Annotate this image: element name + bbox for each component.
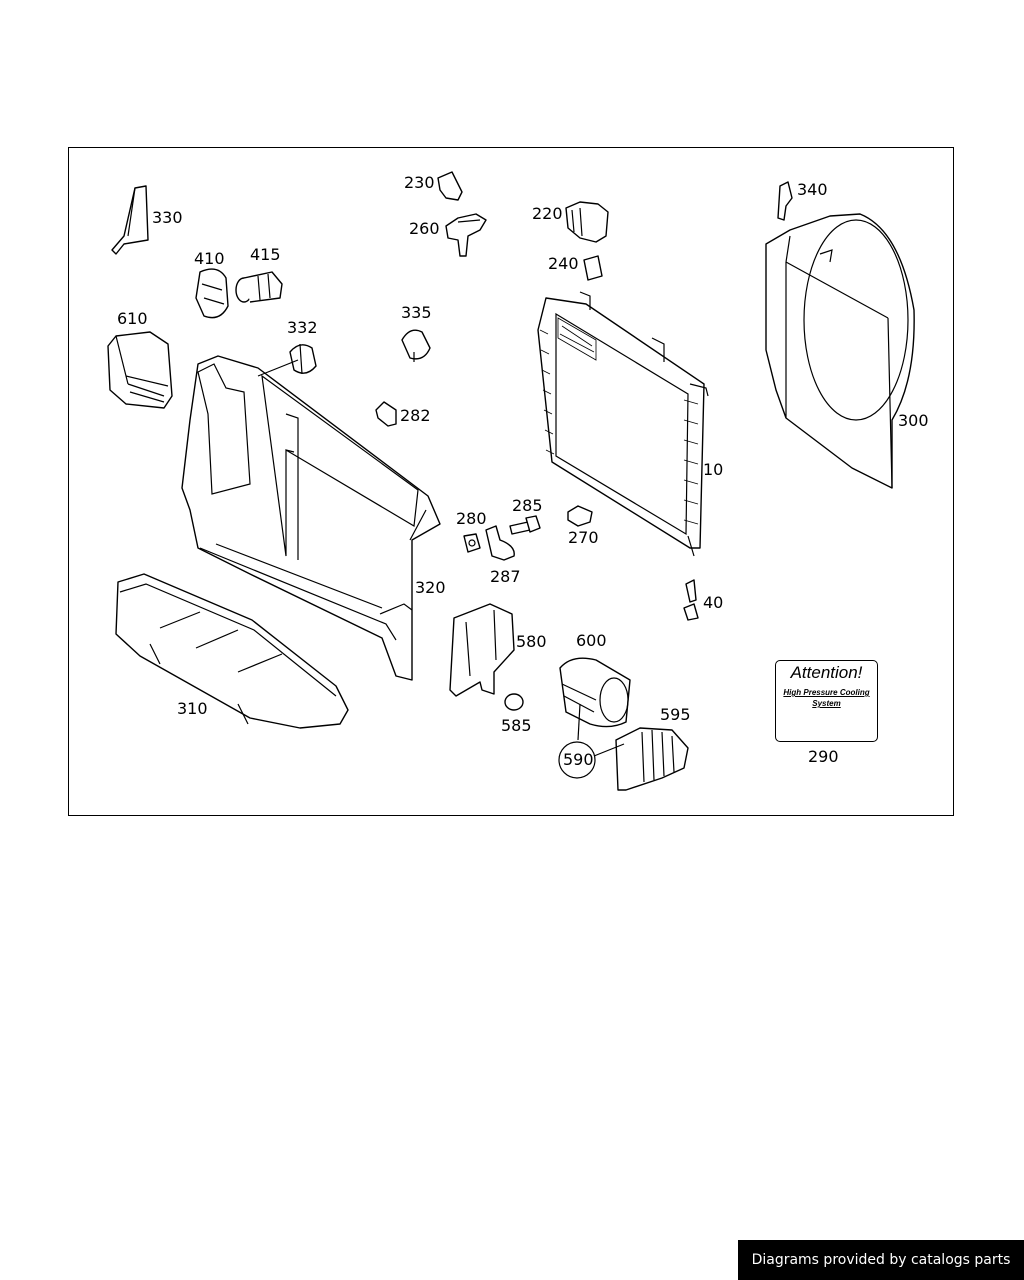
callout-287: 287	[490, 567, 521, 586]
callout-10: 10	[703, 460, 724, 479]
callout-600: 600	[576, 631, 607, 650]
part-260-clip	[445, 213, 487, 257]
callout-280: 280	[456, 509, 487, 528]
callout-590-circle	[558, 741, 596, 779]
part-410-clip	[195, 268, 229, 319]
part-595-bellows	[615, 727, 689, 791]
part-340-clip	[777, 181, 793, 221]
attention-subtitle: High Pressure Cooling System	[783, 688, 870, 708]
callout-580: 580	[516, 632, 547, 651]
part-270-clip	[567, 505, 593, 527]
part-320-radiator-frame	[181, 355, 441, 681]
callout-40: 40	[703, 593, 724, 612]
callout-320: 320	[415, 578, 446, 597]
part-220-bracket	[565, 201, 609, 243]
callout-285: 285	[512, 496, 543, 515]
part-240-pad	[583, 255, 603, 281]
callout-270: 270	[568, 528, 599, 547]
footer-credit: Diagrams provided by catalogs parts	[738, 1240, 1024, 1280]
callout-335: 335	[401, 303, 432, 322]
part-610-air-duct	[107, 331, 173, 409]
callout-300: 300	[898, 411, 929, 430]
part-40-drain-plug	[683, 579, 699, 621]
callout-330: 330	[152, 208, 183, 227]
leader-lines	[257, 359, 625, 757]
part-282-clip	[375, 401, 397, 427]
callout-595: 595	[660, 705, 691, 724]
part-10-radiator	[537, 291, 709, 557]
part-330-bracket	[111, 185, 149, 255]
part-332-clip	[289, 343, 317, 375]
callout-310: 310	[177, 699, 208, 718]
callout-610: 610	[117, 309, 148, 328]
part-230-clip	[437, 171, 463, 201]
part-290-attention-label: Attention! High Pressure Cooling System	[775, 660, 878, 742]
callout-410: 410	[194, 249, 225, 268]
part-285-bolt	[509, 515, 541, 535]
part-310-air-guide	[115, 573, 349, 729]
part-300-fan-shroud	[765, 213, 915, 489]
diagram-frame	[68, 147, 954, 816]
callout-230: 230	[404, 173, 435, 192]
callout-340: 340	[797, 180, 828, 199]
part-585-plug	[504, 693, 524, 711]
part-415-sensor	[235, 271, 283, 303]
callout-282: 282	[400, 406, 431, 425]
callout-590: 590	[563, 750, 594, 769]
callout-332: 332	[287, 318, 318, 337]
part-280-nut	[463, 533, 481, 553]
part-600-filter-housing	[559, 657, 631, 728]
part-335-clamp	[401, 329, 431, 362]
callout-260: 260	[409, 219, 440, 238]
attention-title: Attention!	[790, 663, 863, 682]
callout-290: 290	[808, 747, 839, 766]
part-580-duct-panel	[449, 603, 515, 697]
callout-415: 415	[250, 245, 281, 264]
callout-240: 240	[548, 254, 579, 273]
part-287-bracket	[485, 525, 515, 561]
callout-220: 220	[532, 204, 563, 223]
callout-585: 585	[501, 716, 532, 735]
